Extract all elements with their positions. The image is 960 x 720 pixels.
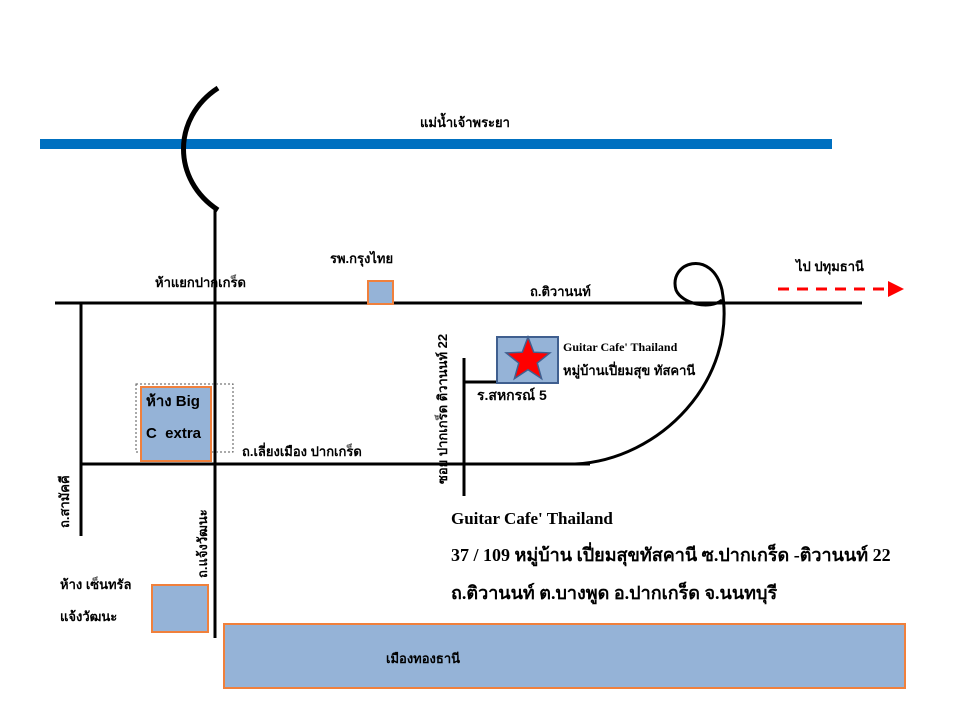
river-label: แม่น้ำเจ้าพระยา [420,115,510,130]
bypass-road-label: ถ.เลี่ยงเมือง ปากเกร็ด [242,444,362,459]
sahakorn-label: ร.สหกรณ์ 5 [477,387,547,403]
tiwanon-road-label: ถ.ติวานนท์ [530,284,591,299]
address-line-1: 37 / 109 หมู่บ้าน เปี่ยมสุขทัสคานี ซ.ปาก… [451,545,891,565]
bigc-label-line1: ห้าง Big [146,393,200,410]
address-line-2: ถ.ติวานนท์ ต.บางพูด อ.ปากเกร็ด จ.นนทบุรี [451,583,778,603]
samakkhi-road-label: ถ.สามัคคี [57,475,72,528]
bigc-label-line2: C extra [146,425,202,442]
chaengwattana-road-label: ถ.แจ้งวัฒนะ [195,509,210,578]
bigc-extra-box [140,386,212,462]
red-star-icon [504,334,552,381]
address-title: Guitar Cafe' Thailand [451,509,613,528]
bridge-arc [181,85,220,213]
dashed-arrow-right-icon [888,281,904,297]
central-label-line2: แจ้งวัฒนะ [60,609,118,624]
to-pathum-label: ไป ปทุมธานี [796,259,864,274]
central-label-line1: ห้าง เซ็นทรัล [60,577,132,592]
soi-road-label: ซอย ปากเกร็ด ติวานนท์ 22 [435,333,450,484]
intersection-label: ห้าแยกปากเกร็ด [155,275,246,290]
cafe-name-label: Guitar Cafe' Thailand [563,340,678,354]
muangthong-box [223,623,906,689]
hospital-label: รพ.กรุงไทย [330,251,394,266]
central-box [151,584,209,633]
village-label: หมู่บ้านเปี่ยมสุข ทัสคานี [563,363,696,378]
muangthong-label: เมืองทองธานี [386,651,461,666]
hospital-marker [367,280,394,305]
curved-road-line [574,262,726,466]
